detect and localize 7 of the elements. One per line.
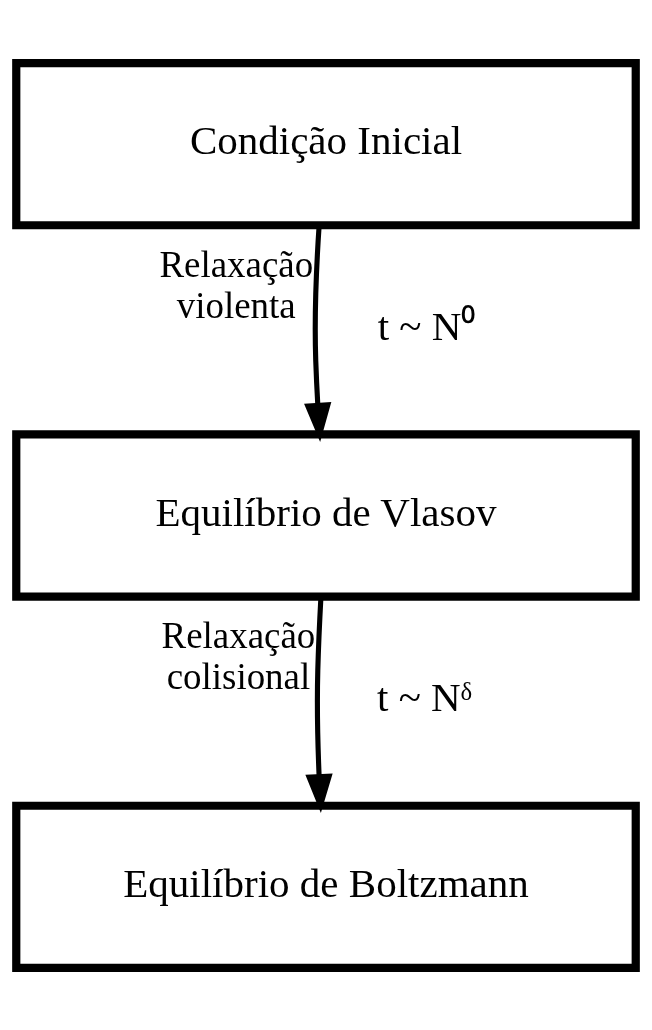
node-box: Equilíbrio de Boltzmann — [12, 801, 640, 972]
label: t ~ N⁰ — [377, 302, 476, 349]
edge-label: Relaxação violenta — [159, 243, 314, 326]
edge-label: Relaxação colisional — [161, 614, 316, 697]
label: t ~ Nᵟ — [377, 673, 472, 720]
node-box: Equilíbrio de Vlasov — [12, 429, 640, 601]
node-box: Condição Inicial — [12, 58, 640, 229]
